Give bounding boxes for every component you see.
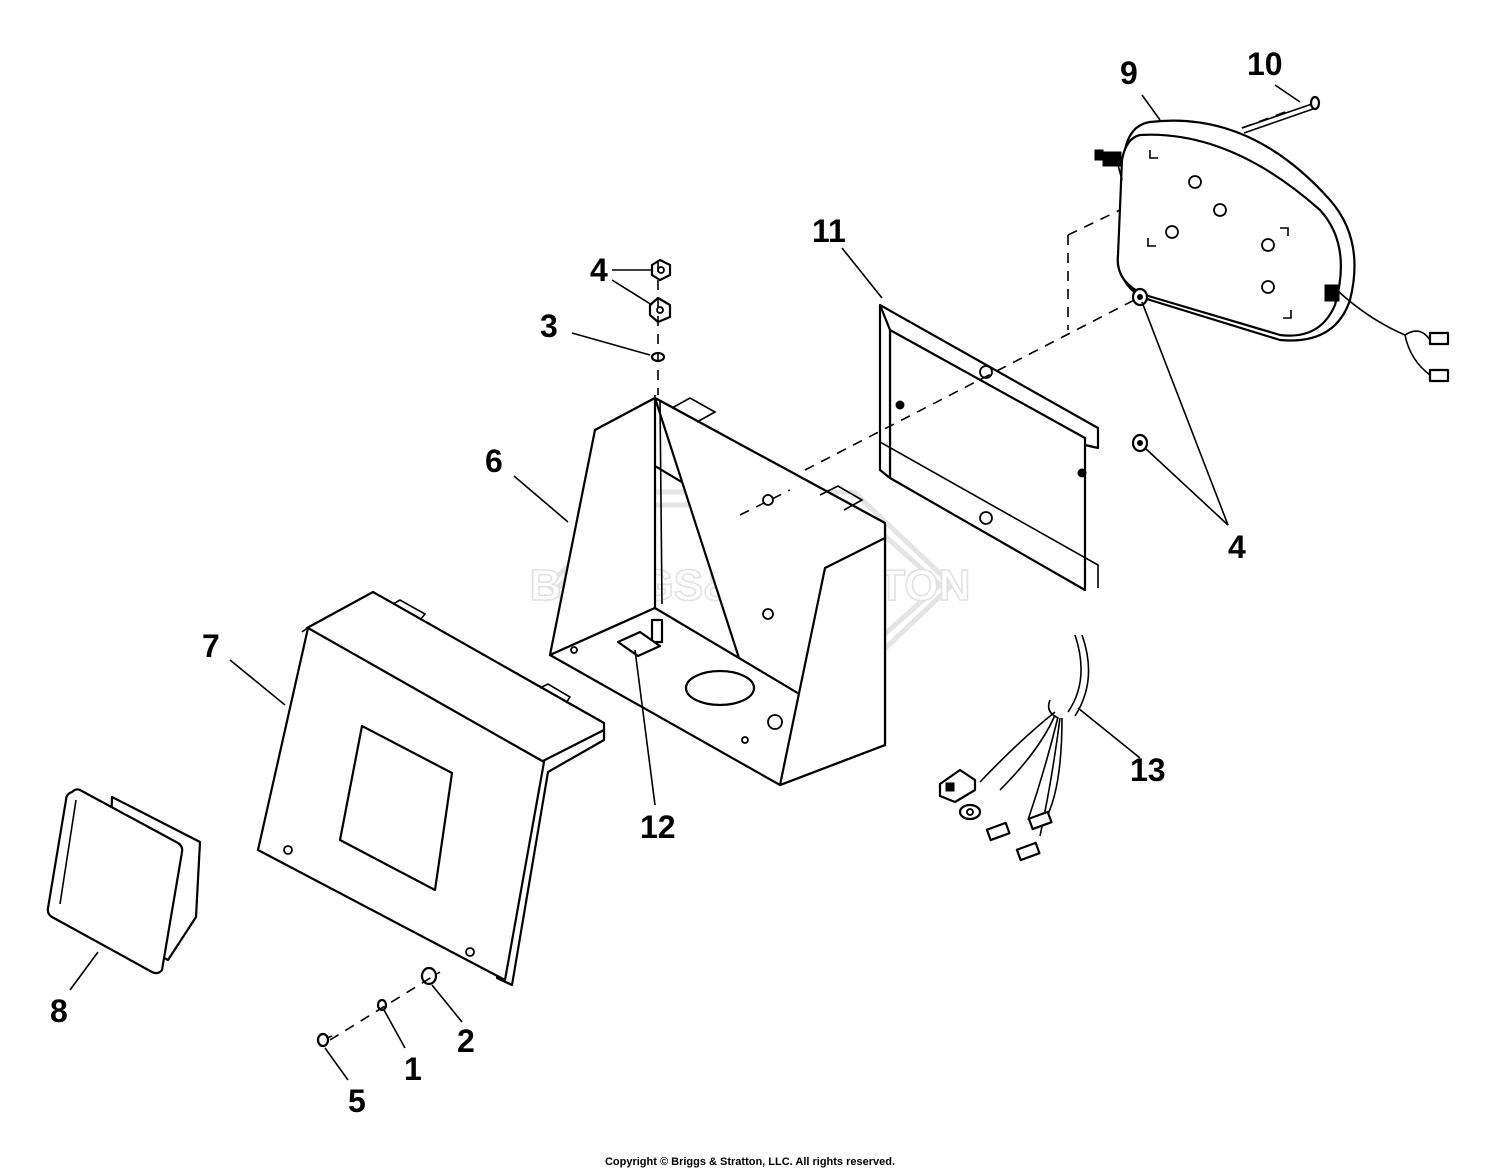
callout-2: 2	[457, 1023, 475, 1059]
part-5-screw	[316, 1032, 333, 1048]
callout-9: 9	[1120, 55, 1138, 91]
part-4-lock-nuts-top	[648, 258, 672, 324]
callout-4-top: 4	[590, 252, 608, 288]
part-6-enclosure-box	[548, 396, 887, 787]
callout-11: 11	[812, 213, 846, 249]
copyright-notice: Copyright © Briggs & Stratton, LLC. All …	[604, 1156, 896, 1168]
callout-13: 13	[1130, 752, 1166, 788]
callout-5: 5	[348, 1083, 366, 1119]
callout-3: 3	[540, 308, 558, 344]
callout-6: 6	[485, 443, 503, 479]
callout-7: 7	[202, 628, 220, 664]
part-11-mounting-bracket	[878, 303, 1100, 592]
assembly-lines	[329, 111, 1286, 1041]
callout-8: 8	[50, 993, 68, 1029]
callout-4-right: 4	[1228, 529, 1246, 565]
callouts: 4 3 6 7 8 5 1 2 12 11 9 10 4 13	[50, 46, 1283, 1119]
leader-lines	[69, 84, 1301, 1081]
callout-1: 1	[404, 1051, 422, 1087]
part-7-front-panel	[256, 590, 606, 987]
callout-12: 12	[640, 809, 676, 845]
part-8-lens	[46, 788, 202, 975]
part-2-washer	[420, 966, 438, 986]
part-4-nuts-right	[1131, 287, 1149, 453]
part-9-control-module	[1094, 119, 1450, 383]
part-10-bolt	[1241, 95, 1321, 134]
callout-10: 10	[1247, 46, 1283, 82]
part-13-wiring-harness	[938, 634, 1090, 862]
